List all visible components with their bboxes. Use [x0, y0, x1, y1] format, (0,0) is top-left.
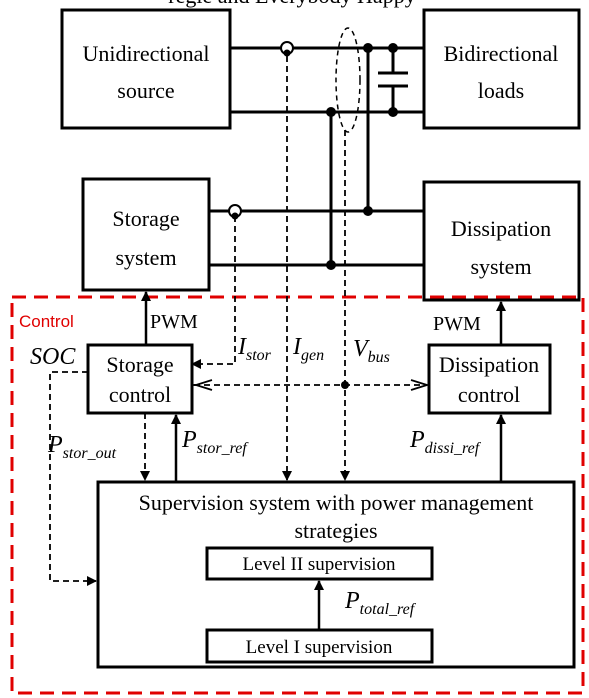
svg-text:Level I supervision: Level I supervision [246, 637, 393, 658]
signal-p-dissi-ref: Pdissi_ref [409, 427, 482, 457]
pwm-label-dissipation: PWM [433, 313, 481, 335]
svg-text:control: control [109, 382, 171, 407]
svg-text:loads: loads [478, 78, 524, 103]
svg-text:system: system [115, 245, 176, 270]
svg-text:Dissipation: Dissipation [439, 352, 539, 377]
block-bidirectional-loads: Bidirectional loads [422, 8, 581, 130]
signal-p-stor-out: Pstor_out [47, 432, 117, 462]
block-level-1-supervision: Level I supervision [205, 628, 434, 664]
svg-text:strategies: strategies [294, 518, 377, 543]
junction-dots [326, 43, 398, 389]
svg-text:control: control [458, 382, 520, 407]
svg-text:Storage: Storage [112, 206, 179, 231]
control-label: Control [19, 312, 74, 331]
block-storage-system: Storage system [81, 177, 211, 292]
svg-text:Bidirectional: Bidirectional [444, 41, 559, 66]
block-supervision-system: Supervision system with power management… [96, 480, 576, 669]
svg-text:Dissipation: Dissipation [451, 216, 551, 241]
block-level-2-supervision: Level II supervision [205, 546, 434, 581]
cropped-header-text: regie and Everybody Happy [168, 0, 415, 8]
signal-v-bus: Vbus [353, 336, 390, 366]
pwm-label-storage: PWM [150, 311, 198, 333]
signal-p-total-ref: Ptotal_ref [344, 588, 417, 618]
block-dissipation-control: Dissipation control [427, 343, 552, 415]
soc-label: SOC [30, 344, 76, 370]
dashed-signal-lines [49, 56, 431, 586]
dc-bus-lines [209, 46, 424, 267]
current-sensor-icon [280, 41, 294, 57]
block-storage-control: Storage control [86, 343, 194, 415]
svg-text:Storage: Storage [106, 352, 173, 377]
svg-text:system: system [470, 254, 531, 279]
svg-text:source: source [117, 78, 174, 103]
block-dissipation-system: Dissipation system [422, 180, 581, 302]
svg-text:Level II supervision: Level II supervision [242, 554, 396, 575]
capacitor-symbol [378, 48, 408, 112]
signal-i-stor: Istor [237, 334, 272, 364]
solid-arrows [141, 291, 506, 630]
svg-text:Supervision system with power: Supervision system with power management [139, 490, 534, 515]
svg-text:Unidirectional: Unidirectional [82, 41, 209, 66]
voltage-measurement-ellipse [335, 27, 361, 133]
signal-i-gen: Igen [292, 334, 324, 364]
signal-p-stor-ref: Pstor_ref [181, 427, 249, 457]
block-unidirectional-source: Unidirectional source [60, 8, 232, 130]
